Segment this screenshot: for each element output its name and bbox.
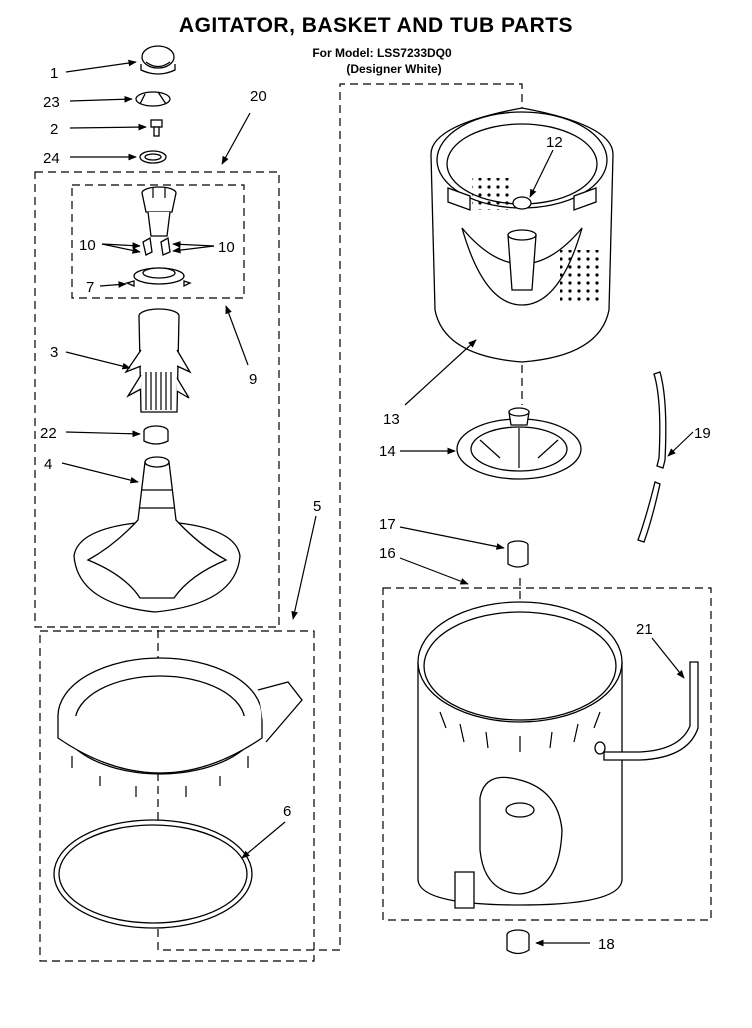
drive-bell (143, 425, 169, 445)
tub-nut (506, 929, 530, 955)
callout-10-right: 10 (218, 239, 235, 256)
callout-9: 9 (249, 371, 257, 388)
tub-assembly-box (382, 587, 712, 921)
diagram-title: AGITATOR, BASKET AND TUB PARTS (178, 14, 574, 37)
agitator-base (73, 456, 241, 613)
callout-17: 17 (379, 516, 396, 533)
callout-12: 12 (546, 134, 563, 151)
agitator-bolt (150, 119, 163, 137)
seal-washer (139, 150, 167, 164)
agitator-cam (141, 186, 177, 237)
callout-2: 2 (50, 121, 58, 138)
basket-drive (456, 407, 582, 480)
leader-lines (61, 59, 694, 947)
washer-basket (430, 107, 614, 363)
dog-ears (142, 236, 171, 256)
callout-19: 19 (694, 425, 711, 442)
agitator-cap (140, 45, 176, 75)
cam-kit-box (71, 184, 245, 299)
basket-nut (512, 196, 532, 210)
callout-1: 1 (50, 65, 58, 82)
callout-18: 18 (598, 936, 615, 953)
callout-13: 13 (383, 411, 400, 428)
agitator-extension (124, 308, 192, 413)
callout-21: 21 (636, 621, 653, 638)
outer-tub (417, 601, 623, 909)
callout-22: 22 (40, 425, 57, 442)
callout-16: 16 (379, 545, 396, 562)
cam-retainer (125, 267, 192, 288)
tub-hose (594, 661, 699, 761)
callout-3: 3 (50, 344, 58, 361)
model-finish: (Designer White) (346, 62, 442, 76)
callout-5: 5 (313, 498, 321, 515)
callout-14: 14 (379, 443, 396, 460)
tub-ring (57, 657, 303, 797)
callout-4: 4 (44, 456, 52, 473)
callout-7: 7 (86, 279, 94, 296)
agitator-assembly-box (34, 171, 280, 628)
callout-10-left: 10 (79, 237, 96, 254)
model-number: For Model: LSS7233DQ0 (312, 46, 452, 60)
drive-block (507, 540, 529, 568)
callout-20: 20 (250, 88, 267, 105)
cap-retainer (135, 91, 171, 107)
callout-6: 6 (283, 803, 291, 820)
drain-hose (637, 371, 667, 543)
callout-23: 23 (43, 94, 60, 111)
callout-24: 24 (43, 150, 60, 167)
tub-ring-gasket (53, 819, 253, 929)
tub-ring-box (39, 630, 315, 962)
